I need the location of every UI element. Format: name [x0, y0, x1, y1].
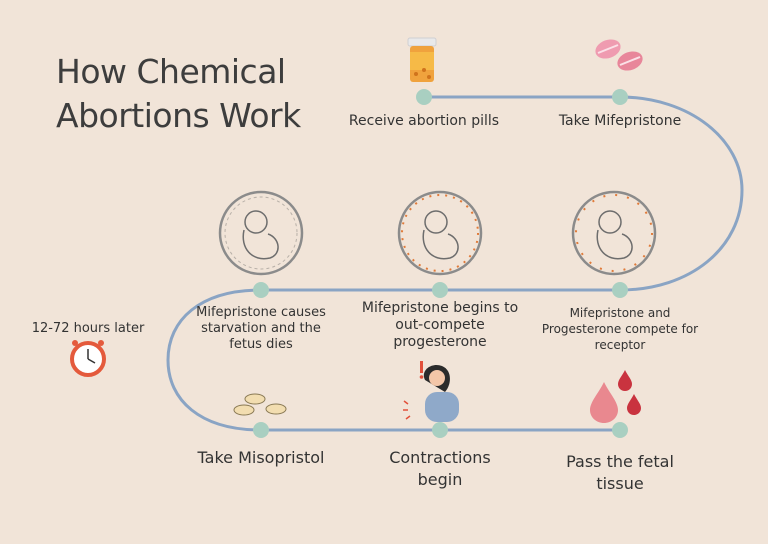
- step-pass-label: Pass the fetal tissue: [566, 452, 674, 493]
- pink-pills-icon: [595, 39, 643, 71]
- node-mifepristone: [612, 89, 628, 105]
- wait-label: 12-72 hours later: [31, 321, 145, 336]
- step-starvation-label: Mifepristone causes starvation and the f…: [196, 305, 326, 352]
- node-misoprostol: [253, 422, 269, 438]
- woman-cramping-icon: [403, 361, 459, 422]
- node-pass: [612, 422, 628, 438]
- node-starvation: [253, 282, 269, 298]
- node-compete: [612, 282, 628, 298]
- pill-bottle-icon: [407, 37, 437, 82]
- node-contractions: [432, 422, 448, 438]
- step-mifepristone-label: Take Mifepristone: [558, 113, 682, 129]
- fetus-outcompete-icon: [397, 190, 483, 276]
- page-title: How Chemical Abortions Work: [56, 50, 301, 138]
- fetus-icon: [218, 190, 304, 276]
- step-misoprostol-label: Take Misopristol: [197, 448, 325, 467]
- step-compete-label: Mifepristone and Progesterone compete fo…: [541, 306, 699, 352]
- misoprostol-pills-icon: [233, 393, 287, 416]
- step-outcompete-label: Mifepristone begins to out-compete proge…: [361, 300, 519, 350]
- flow-path: [166, 95, 744, 432]
- title-line-2: Abortions Work: [56, 96, 301, 135]
- fetus-receptor-icon: [571, 190, 657, 276]
- alarm-clock-icon: [70, 340, 106, 377]
- step-contractions-label: Contractions begin: [389, 448, 491, 489]
- title-line-1: How Chemical: [56, 52, 286, 91]
- step-receive-label: Receive abortion pills: [348, 113, 500, 129]
- node-outcompete: [432, 282, 448, 298]
- blood-drops-icon: [590, 370, 641, 423]
- node-receive: [416, 89, 432, 105]
